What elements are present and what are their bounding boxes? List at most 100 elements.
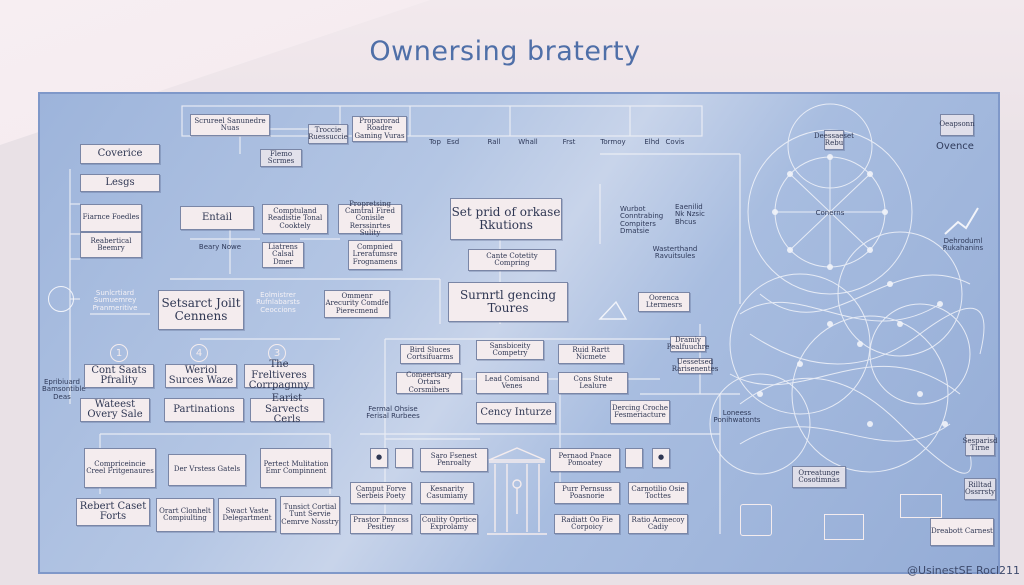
list-item: Eaenilid: [675, 203, 703, 211]
list-wurbot: Wurbot Conntrabing Compiters Dmatsie: [620, 205, 670, 236]
list-item: Compiters: [620, 219, 656, 228]
box-dercing: Dercing Croche Fesmeriacture: [610, 400, 670, 424]
box-comerlary: Comeertsary Ortars Corsmibers: [396, 371, 462, 394]
top-box-proparorad: Proparorad Roadre Gaming Vuras: [352, 116, 407, 142]
box-swact: Swact Vaste Delegartment: [218, 498, 276, 532]
box-lead-comisand: Lead Comisand Venes: [476, 372, 548, 394]
bar-label-elhd: Elhd: [644, 138, 660, 146]
box-plat-pansne: Purr Pernsuss Poasnorie: [554, 482, 620, 504]
box-set-pnd: Set prid of orkase Rkutions: [450, 198, 562, 240]
bar-label-covis: Covis: [665, 138, 685, 146]
box-proscribung: Propretsing Camtral Fired Conisile Rerss…: [338, 200, 402, 237]
step-number-1: 1: [110, 344, 128, 362]
bar-label-rall: Rall: [487, 138, 501, 146]
box-pertect: Pertect Mulitation Emr Compinnent: [260, 448, 332, 488]
box-cency: Cency Inturze: [476, 402, 556, 424]
box-compsulted: Comptuland Readistie Tonal Cooktely: [262, 204, 328, 234]
box-ruid: Ruid Rartt Nicmete: [558, 344, 624, 364]
label-dehroduml: Dehroduml Rukahanins: [942, 237, 984, 253]
box-uessetsed: Uessetsed Rarisenentes: [671, 357, 719, 374]
label-beary-nowe: Beary Nowe: [198, 243, 242, 251]
box-carratice: Carnotilio Osie Tocttes: [628, 482, 688, 504]
box-weriol: Weriol Surces Waze: [165, 364, 237, 388]
box-praster: Prastor Pmncss Pesitiey: [350, 514, 412, 534]
box-freltiveres: The Freltiveres Corrpagnny: [244, 360, 314, 391]
box-psnacal: Pernaod Pnace Pomoatey: [550, 448, 620, 472]
credit-watermark: @UsinestSE Rocl211: [906, 564, 1020, 577]
bar-label-whall: Whall: [518, 138, 538, 146]
box-coulity: Coulity Oprtice Exprolamy: [420, 514, 478, 534]
bar-label-top: Top: [429, 138, 441, 146]
page-title: Ownersing braterty: [369, 36, 641, 67]
box-sato: Saro Fsenest Penroalty: [420, 448, 488, 472]
top-box-flemo: Flemo Scrmes: [260, 149, 302, 167]
box-deessaeset: Deessaeset Rebu: [814, 130, 854, 150]
box-partinations: Partinations: [164, 398, 244, 422]
box-ommenr: Ommenr Arecurity Comdfe Pierecmend: [324, 290, 390, 318]
bar-label-tormoy: Tormoy: [600, 138, 626, 146]
box-sesparisd: Sesparisd Tirne: [963, 434, 997, 456]
label-conerns: Conerns: [815, 209, 845, 217]
box-rilltad: Rilltad Ossrrsty: [964, 478, 996, 500]
pin-icon: ●: [370, 448, 388, 468]
box-dramiy: Dramiy Pealfuuchre: [666, 335, 710, 352]
box-camput: Camput Forve Serbeis Poety: [350, 482, 412, 504]
connector-lines: [69, 103, 985, 534]
box-sumrt: Surnrtl gencing Toures: [448, 282, 568, 322]
box-cante-cotetity: Cante Cotetity Compring: [468, 249, 556, 271]
box-dreabott: Dreabott Carnest: [930, 518, 994, 546]
left-side-label: Epribiuard Bamsontible Deas: [42, 378, 86, 401]
globe-icon: [48, 286, 74, 312]
bar-label-esd: Esd: [446, 138, 460, 146]
box-tunsict: Tunsict Cortial Tunt Servie Cemrve Nosst…: [280, 496, 340, 534]
box-entail: Entail: [180, 206, 254, 230]
top-box-scrureel: Scrureel Sanunedre Nuas: [190, 114, 270, 136]
left-box-reabertical: Reabertical Beemry: [80, 232, 142, 258]
label-waarned: Wasterthand Ravuitsules: [652, 245, 698, 261]
box-earist: Earist Sarvects Cerls: [250, 394, 324, 425]
box-cont-saats: Cont Saats Pfrality: [84, 364, 154, 388]
box-compriceincie: Compriceincie Creel Fritgenaures: [84, 448, 156, 488]
label-fermal: Fermal Ohsise Ferisal Rurbees: [366, 405, 420, 421]
label-ovence: Ovence: [936, 141, 974, 152]
left-box-fiarnce: Fiarnce Foedles: [80, 204, 142, 232]
bar-label-frst: Frst: [562, 138, 576, 146]
top-box-troccie: Troccie Ruessuccie: [308, 124, 348, 144]
square-icon: [625, 448, 643, 468]
list-item: Conntrabing: [620, 212, 664, 221]
box-cons-stute: Cons Stute Lealure: [558, 372, 628, 394]
box-bird-suces: Bird Sluces Cortsifuarms: [400, 344, 460, 364]
box-orreatunge: Orreatunge Cosotimnas: [792, 466, 846, 488]
box-calsal: Liatrens Calsal Dmer: [262, 242, 304, 268]
left-box-lesgs: Lesgs: [80, 174, 160, 192]
list-values: Eaenilid Nk Nzsic Bhcus: [675, 203, 715, 226]
list-item: Wurbot: [620, 205, 646, 213]
box-der-vrstess: Der Vrstess Gatels: [168, 454, 246, 486]
courthouse-icon: [487, 447, 547, 535]
step-number-4: 4: [190, 344, 208, 362]
list-item: Dmatsie: [620, 227, 650, 236]
box-kesnatty: Kesnarity Casumiamy: [420, 482, 474, 504]
box-orart: Orart Clonhelt Compiulting: [156, 498, 214, 532]
left-icon-label: Sunlcrtiard Sumuemrey Pranmeritive: [92, 289, 138, 312]
box-sansbiceity: Sansbiceity Competry: [476, 340, 544, 360]
step-number-3: 3: [268, 344, 286, 362]
diagram-board: Scrureel Sanunedre Nuas Troccie Ruessucc…: [38, 92, 1000, 574]
box-setsarct: Setsarct Joilt Cennens: [158, 290, 244, 330]
document-icon: [740, 504, 772, 536]
box-rebert: Rebert Caset Forts: [76, 498, 150, 526]
box-oorenca: Oorenca Ltermesrs: [638, 292, 690, 312]
pin-icon: ●: [652, 448, 670, 468]
list-item: Nk Nzsic: [675, 210, 705, 219]
list-item: Bhcus: [675, 217, 697, 226]
label-loneess: Loneess Ponihwatonts: [713, 409, 761, 425]
box-compnied: Compnied Lreratumsre Frognamens: [348, 240, 402, 270]
box-wateest: Wateest Overy Sale: [80, 398, 150, 422]
laptop-icon: [824, 514, 864, 540]
square-icon: [395, 448, 413, 468]
left-box-coverice: Coverice: [80, 144, 160, 164]
label-eolmistrer: Eolmistrer Rufnlabarsts Ceoccions: [256, 291, 300, 314]
monitor-icon: [900, 494, 942, 518]
box-ratio: Ratio Acmecoy Cadiy: [628, 514, 688, 534]
box-radiaat: Radiatt Oo Fie Corpoicy: [554, 514, 620, 534]
